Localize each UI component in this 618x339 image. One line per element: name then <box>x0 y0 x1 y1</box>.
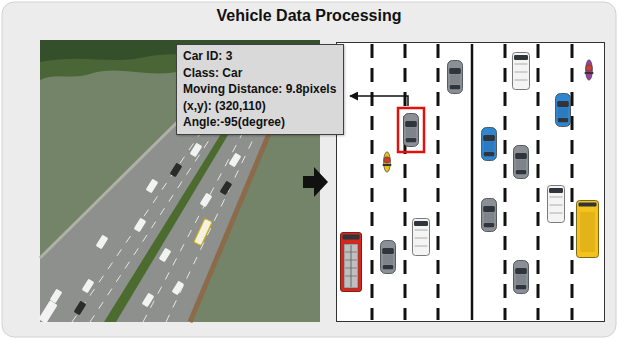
diagram-title: Vehicle Data Processing <box>0 6 618 26</box>
bus-icon <box>577 201 599 258</box>
lane-line <box>537 44 540 320</box>
van-icon <box>413 219 430 256</box>
car-icon <box>514 146 529 179</box>
fire-truck-icon <box>341 233 362 292</box>
callout-text: (x,y): (320,110) <box>183 98 336 115</box>
photo-car <box>82 279 95 294</box>
car-icon <box>404 114 419 147</box>
car-icon <box>448 61 463 94</box>
center-line <box>471 44 474 320</box>
car-icon <box>482 128 497 161</box>
motorcycle-icon <box>585 60 594 80</box>
lane-line <box>571 44 574 320</box>
photo-bus <box>194 219 212 246</box>
photo-car <box>159 248 172 263</box>
photo-car <box>74 301 87 316</box>
process-arrow <box>303 167 328 197</box>
photo-car <box>96 235 109 250</box>
photo-car <box>134 218 147 233</box>
van-icon <box>513 53 530 90</box>
photo-car <box>190 143 203 158</box>
road-schematic <box>337 43 605 322</box>
motorcycle-icon <box>383 152 392 172</box>
photo-car <box>220 181 233 196</box>
info-callout: Car ID: 3Class: CarMoving Distance: 9.8p… <box>176 44 344 135</box>
lane-line <box>437 44 440 320</box>
car-icon <box>556 94 571 127</box>
photo-car <box>142 293 155 308</box>
callout-text: Car ID: 3 <box>183 48 336 65</box>
lane-line <box>504 44 507 320</box>
van-icon <box>548 186 565 223</box>
photo-car <box>146 179 159 194</box>
lane-line <box>371 44 374 320</box>
leader-line <box>350 96 408 106</box>
car-icon <box>514 261 529 294</box>
photo-car <box>38 300 57 323</box>
car-icon <box>381 241 396 274</box>
callout-text: Class: Car <box>183 65 336 82</box>
photo-car <box>170 163 183 178</box>
photo-car <box>172 281 185 296</box>
car-icon <box>482 199 497 232</box>
selection-box <box>398 108 424 152</box>
photo-car <box>229 153 242 168</box>
callout-text: Angle:-95(degree) <box>183 114 336 131</box>
lane-line <box>404 44 407 320</box>
photo-car <box>50 289 63 304</box>
callout-text: Moving Distance: 9.8pixels <box>183 81 336 98</box>
photo-car <box>200 193 213 208</box>
